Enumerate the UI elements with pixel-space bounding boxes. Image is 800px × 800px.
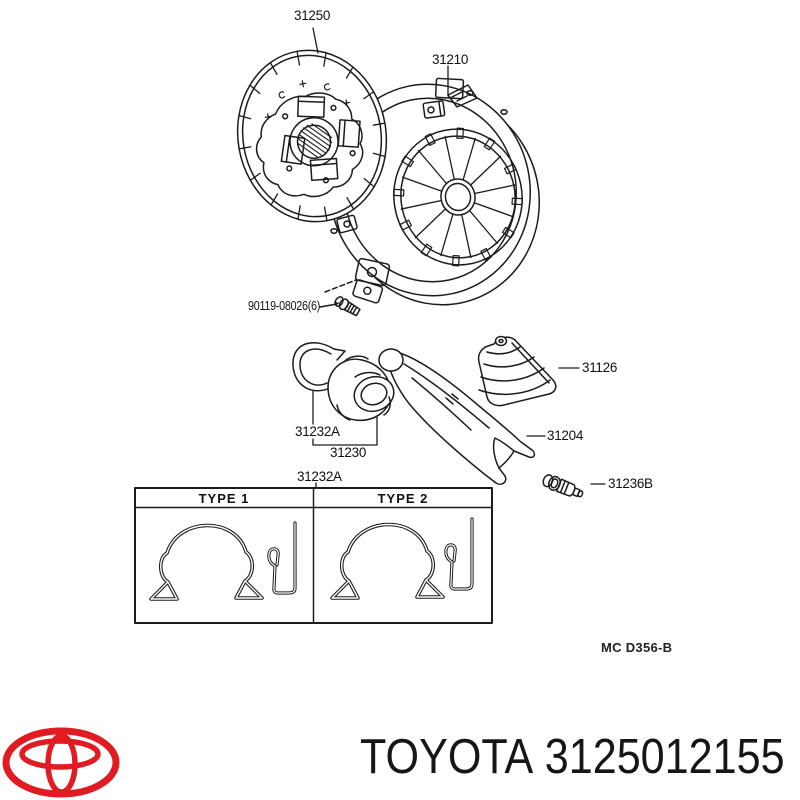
- leader-lines: [312, 27, 606, 490]
- type1-clip-drawing: [149, 523, 264, 601]
- part-label-release-bearing: 31230: [330, 445, 367, 460]
- part-label-clip-table-title: 31232A: [297, 469, 342, 484]
- fork-bolt-drawing: [542, 474, 584, 498]
- part-label-fork-support-bolt: 31236B: [608, 476, 653, 491]
- release-fork-drawing: [378, 348, 536, 486]
- clip-table-header-type2: TYPE 2: [377, 491, 429, 506]
- part-label-cover-bolt: 90119-08026(6): [248, 299, 321, 313]
- drawing-code: MC D356-B: [601, 640, 673, 655]
- part-label-clutch-disc: 31250: [294, 8, 331, 23]
- cover-bolt-drawing: [319, 279, 361, 317]
- clip-table-header-type1: TYPE 1: [198, 491, 250, 506]
- clutch-disc-drawing: [236, 49, 388, 223]
- brand-text: TOYOTA: [360, 730, 534, 784]
- clip-table-box: [134, 487, 493, 624]
- fork-boot-drawing: [477, 335, 557, 407]
- part-label-bearing-clip: 31232A: [295, 424, 340, 439]
- release-bearing-drawing: [327, 355, 395, 422]
- part-label-clutch-cover: 31210: [432, 52, 469, 67]
- toyota-logo: [2, 727, 120, 798]
- part-label-fork-boot: 31126: [582, 360, 618, 375]
- part-number-text: 3125012155: [544, 730, 785, 784]
- part-label-release-fork: 31204: [547, 428, 584, 443]
- type2-pin-drawing: [444, 517, 474, 591]
